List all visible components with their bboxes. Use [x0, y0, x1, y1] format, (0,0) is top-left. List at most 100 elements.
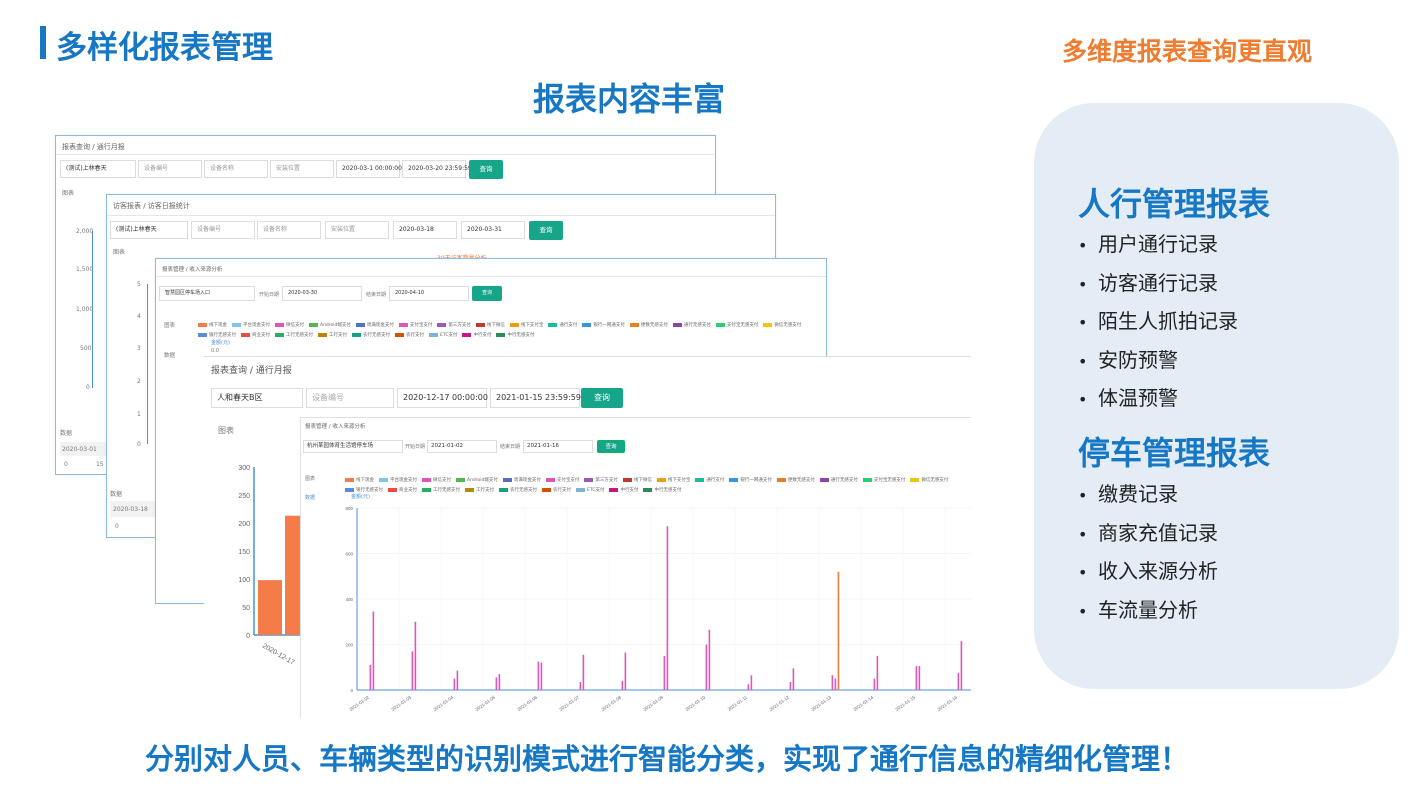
legend-item[interactable]: 线下现金: [198, 321, 227, 331]
x-tick-label: 2021-01-14: [852, 694, 874, 712]
list-item: •陌生人抓拍记录: [1078, 309, 1238, 333]
legend-item[interactable]: 线下现金: [345, 476, 374, 486]
device-name-input[interactable]: 设备名称: [257, 221, 321, 239]
legend-item[interactable]: ETC支付: [429, 331, 457, 341]
bar: [495, 677, 498, 690]
legend-item[interactable]: 支付宝无感支付: [862, 476, 905, 486]
legend-item[interactable]: 第三方支付: [437, 321, 471, 331]
device-no-input[interactable]: 设备编号: [306, 388, 394, 408]
legend-item[interactable]: 微信无感支付: [763, 321, 801, 331]
legend-item[interactable]: 农行支付: [542, 486, 571, 496]
tab-chart[interactable]: 图表: [164, 323, 176, 329]
legend-item[interactable]: 农行无感支付: [352, 331, 390, 341]
legend-item[interactable]: 工行无感支付: [275, 331, 313, 341]
device-no-input[interactable]: 设备编号: [191, 221, 255, 239]
legend-item[interactable]: 微信支付: [422, 476, 451, 486]
legend-item[interactable]: 通行无感支付: [672, 321, 711, 331]
legend-item[interactable]: 银行一网通支付: [582, 321, 625, 331]
legend-item[interactable]: 中行无感支付: [496, 331, 534, 341]
y-tick: 1,500: [76, 266, 94, 273]
legend-item[interactable]: 银行一网通支付: [729, 476, 772, 486]
y-tick: 4: [137, 313, 141, 320]
query-button[interactable]: 查询: [581, 388, 623, 408]
legend-item[interactable]: 工行支付: [318, 331, 347, 341]
y-tick: 0: [86, 384, 90, 391]
pedestrian-report-list: •用户通行记录 •访客通行记录 •陌生人抓拍记录 •安防预警 •体温预警: [1078, 225, 1238, 418]
legend-item[interactable]: 通行支付: [548, 321, 577, 331]
legend-item[interactable]: Android端支付: [309, 321, 351, 331]
parking-lot-select[interactable]: 杭州某园体育生活馆停车场: [303, 440, 403, 453]
device-name-input[interactable]: 设备名称: [204, 160, 268, 178]
legend-item[interactable]: 第三方支付: [584, 476, 618, 486]
legend-item[interactable]: 线下支付宝: [509, 321, 543, 331]
breadcrumb: 报表查询 / 通行月报: [62, 143, 125, 151]
legend-item[interactable]: 微信支付: [275, 321, 304, 331]
legend-item[interactable]: ETC支付: [576, 486, 604, 496]
end-date-input[interactable]: 2021-01-16: [523, 440, 593, 453]
bar: [960, 641, 963, 690]
legend-item[interactable]: 便数无感支付: [776, 476, 815, 486]
legend-item[interactable]: 银行无感支付: [198, 331, 236, 341]
bar: [915, 666, 918, 690]
legend-item[interactable]: 通行无感支付: [819, 476, 858, 486]
end-date-input[interactable]: 2020-04-10: [389, 286, 469, 301]
legend-item[interactable]: Android端支付: [456, 476, 498, 486]
legend-item[interactable]: 银行无感支付: [345, 486, 383, 496]
query-button[interactable]: 查询: [529, 221, 563, 240]
device-no-input[interactable]: 设备编号: [138, 160, 202, 178]
y-tick-label: 400: [345, 597, 353, 602]
legend-item[interactable]: 便数无感支付: [629, 321, 668, 331]
bar: [540, 662, 543, 690]
legend-item[interactable]: 平台现金支付: [379, 476, 417, 486]
legend-item[interactable]: 周满现金支付: [355, 321, 394, 331]
install-pos-input[interactable]: 安装位置: [270, 160, 334, 178]
legend-item[interactable]: 周满现金支付: [502, 476, 541, 486]
query-button[interactable]: 查询: [469, 160, 503, 179]
list-item: •安防预警: [1078, 347, 1178, 372]
query-button[interactable]: 查询: [597, 440, 625, 453]
legend-item[interactable]: 支付宝支付: [545, 476, 579, 486]
legend-item[interactable]: 工行支付: [465, 486, 494, 496]
legend-item[interactable]: 线下支付宝: [656, 476, 690, 486]
title-accent-bar: [40, 26, 46, 59]
legend-item[interactable]: 农行无感支付: [499, 486, 537, 496]
legend-item[interactable]: 商业支付: [241, 331, 270, 341]
legend-item[interactable]: 通行支付: [695, 476, 724, 486]
legend-item[interactable]: 支付宝无感支付: [715, 321, 758, 331]
end-time-input[interactable]: 2020-03-20 23:59:59: [402, 160, 472, 178]
install-pos-input[interactable]: 安装位置: [325, 221, 389, 239]
legend-item[interactable]: 工行无感支付: [422, 486, 460, 496]
y-tick: 3: [137, 345, 141, 352]
community-select[interactable]: (测试)上林春天: [60, 160, 136, 178]
x-tick-label: 2021-01-07: [558, 694, 580, 712]
start-date-input[interactable]: 2021-01-02: [427, 440, 497, 453]
legend-item[interactable]: 线下微信: [622, 476, 652, 486]
legend-item[interactable]: 农行支付: [395, 331, 424, 341]
end-date-input[interactable]: 2020-03-31: [461, 221, 525, 239]
query-button[interactable]: 查询: [472, 286, 502, 301]
legend-item[interactable]: 中行支付: [609, 486, 638, 496]
report-screenshot-income-2021: 报表管理 / 收入来源分析 杭州某园体育生活馆停车场 开始日期 2021-01-…: [300, 417, 971, 718]
y-tick: 5: [137, 281, 141, 288]
end-time-input[interactable]: 2021-01-15 23:59:59: [490, 388, 581, 408]
chart-label: 图表: [218, 426, 234, 435]
tab-chart[interactable]: 图表: [305, 476, 316, 482]
parking-lot-select[interactable]: 智慧园区停车场入口: [159, 286, 255, 301]
start-date-input[interactable]: 2020-03-30: [282, 286, 362, 301]
tab-data[interactable]: 数据: [305, 495, 316, 501]
legend-item[interactable]: 中行无感支付: [643, 486, 681, 496]
community-select[interactable]: (测试)上林春天: [110, 221, 188, 239]
legend-item[interactable]: 微信无感支付: [910, 476, 948, 486]
start-time-input[interactable]: 2020-12-17 00:00:00: [397, 388, 488, 408]
tab-data[interactable]: 数据: [164, 353, 176, 359]
legend-item[interactable]: 支付宝支付: [398, 321, 432, 331]
y-tick-label: 0: [350, 688, 353, 693]
start-date-input[interactable]: 2020-03-18: [393, 221, 457, 239]
community-select[interactable]: 人和春天B区: [211, 388, 303, 408]
legend-item[interactable]: 商业支付: [388, 486, 417, 496]
legend-item[interactable]: 线下微信: [475, 321, 505, 331]
legend-item[interactable]: 中行支付: [462, 331, 491, 341]
legend-item[interactable]: 平台现金支付: [232, 321, 270, 331]
table-cell: 2020-03-18: [113, 506, 148, 513]
start-time-input[interactable]: 2020-03-1 00:00:00: [336, 160, 402, 178]
